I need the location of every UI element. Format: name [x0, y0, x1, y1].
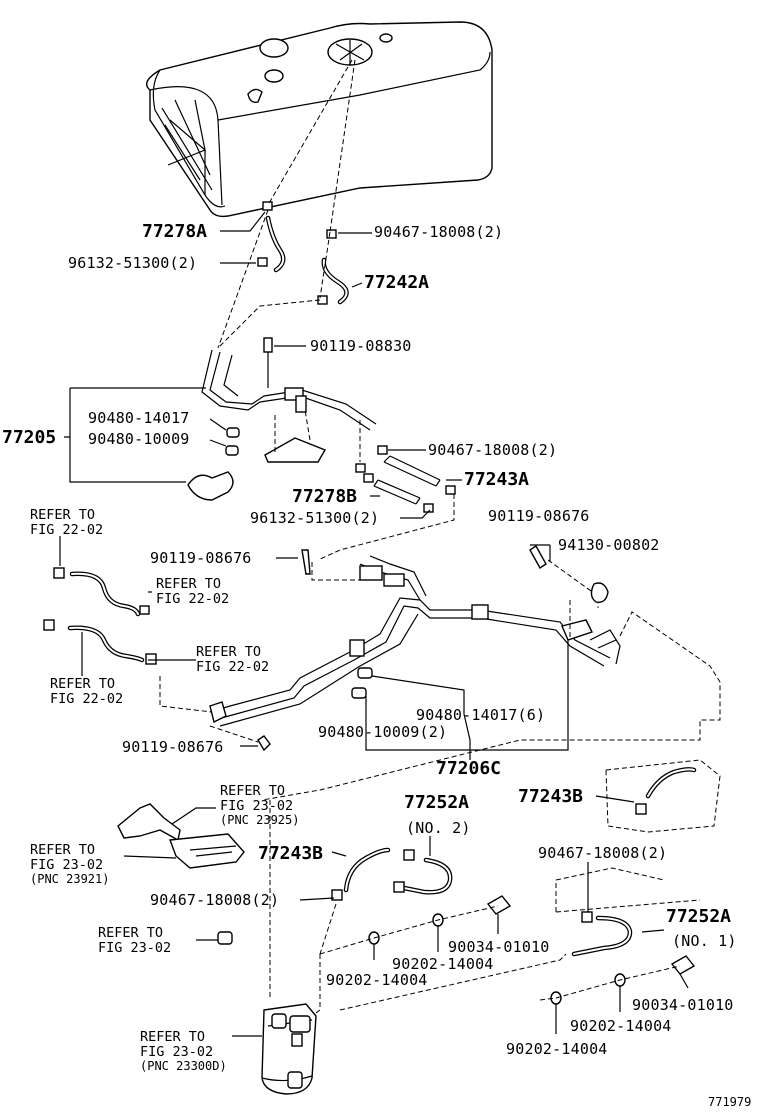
label-90119-08830: 90119-08830	[310, 337, 412, 355]
label-77243B-right: 77243B	[518, 786, 584, 807]
leader-lines	[59, 211, 689, 1037]
label-90480-14017: 90480-14017	[88, 409, 190, 427]
hose-left-lower	[43, 619, 157, 665]
label-90119-08676-bottom: 90119-08676	[122, 738, 224, 756]
pipe-assembly-77205	[187, 337, 377, 501]
hose-77278B	[363, 473, 434, 513]
label-77206C: 77206C	[436, 758, 502, 779]
label-77252A-bottom: 77252A	[666, 906, 732, 927]
label-90480-10009-2: 90480-10009(2)	[318, 723, 448, 741]
label-77243A: 77243A	[464, 469, 530, 490]
label-90480-14017-6: 90480-14017(6)	[416, 706, 546, 724]
label-90467-18008-low-left: 90467-18008(2)	[150, 891, 280, 909]
label-90480-10009: 90480-10009	[88, 430, 190, 448]
label-77243B-left: 77243B	[258, 843, 324, 864]
hose-77278A	[257, 201, 286, 273]
hose-77252A-no2	[393, 857, 453, 895]
label-90202-14004-b: 90202-14004	[326, 971, 428, 989]
label-96132-51300-mid: 96132-51300(2)	[250, 509, 380, 527]
hose-77252A-no1	[571, 911, 633, 957]
label-90034-01010-a: 90034-01010	[448, 938, 550, 956]
fuel-tank	[146, 21, 493, 218]
hose-77243A	[355, 445, 456, 495]
label-90202-14004-d: 90202-14004	[506, 1040, 608, 1058]
label-90467-18008-top: 90467-18008(2)	[374, 223, 504, 241]
fuel-filter	[261, 1003, 317, 1095]
hose-77242A	[317, 229, 349, 305]
label-no1: (NO. 1)	[672, 932, 737, 950]
bracket-upper	[117, 803, 245, 869]
diagram-id: 771979	[708, 1095, 752, 1109]
hose-77243B-left	[331, 847, 415, 901]
label-77205: 77205	[2, 427, 57, 448]
pipe-assembly-77206C	[209, 555, 621, 727]
label-90467-18008-mid: 90467-18008(2)	[428, 441, 558, 459]
label-90202-14004-c: 90202-14004	[570, 1017, 672, 1035]
label-77252A-top: 77252A	[404, 792, 470, 813]
hose-left-upper	[53, 567, 150, 617]
label-77242A: 77242A	[364, 272, 430, 293]
label-77278B: 77278B	[292, 486, 358, 507]
label-90202-14004-a: 90202-14004	[392, 955, 494, 973]
label-77278A: 77278A	[142, 221, 208, 242]
label-90119-08676-right: 90119-08676	[488, 507, 590, 525]
label-90034-01010-b: 90034-01010	[632, 996, 734, 1014]
label-96132-51300-top: 96132-51300(2)	[68, 254, 198, 272]
label-90119-08676-mid: 90119-08676	[150, 549, 252, 567]
label-no2: (NO. 2)	[406, 819, 471, 837]
hose-77243B-right	[635, 767, 697, 815]
label-94130-00802: 94130-00802	[558, 536, 660, 554]
label-90467-18008-low-right: 90467-18008(2)	[538, 844, 668, 862]
